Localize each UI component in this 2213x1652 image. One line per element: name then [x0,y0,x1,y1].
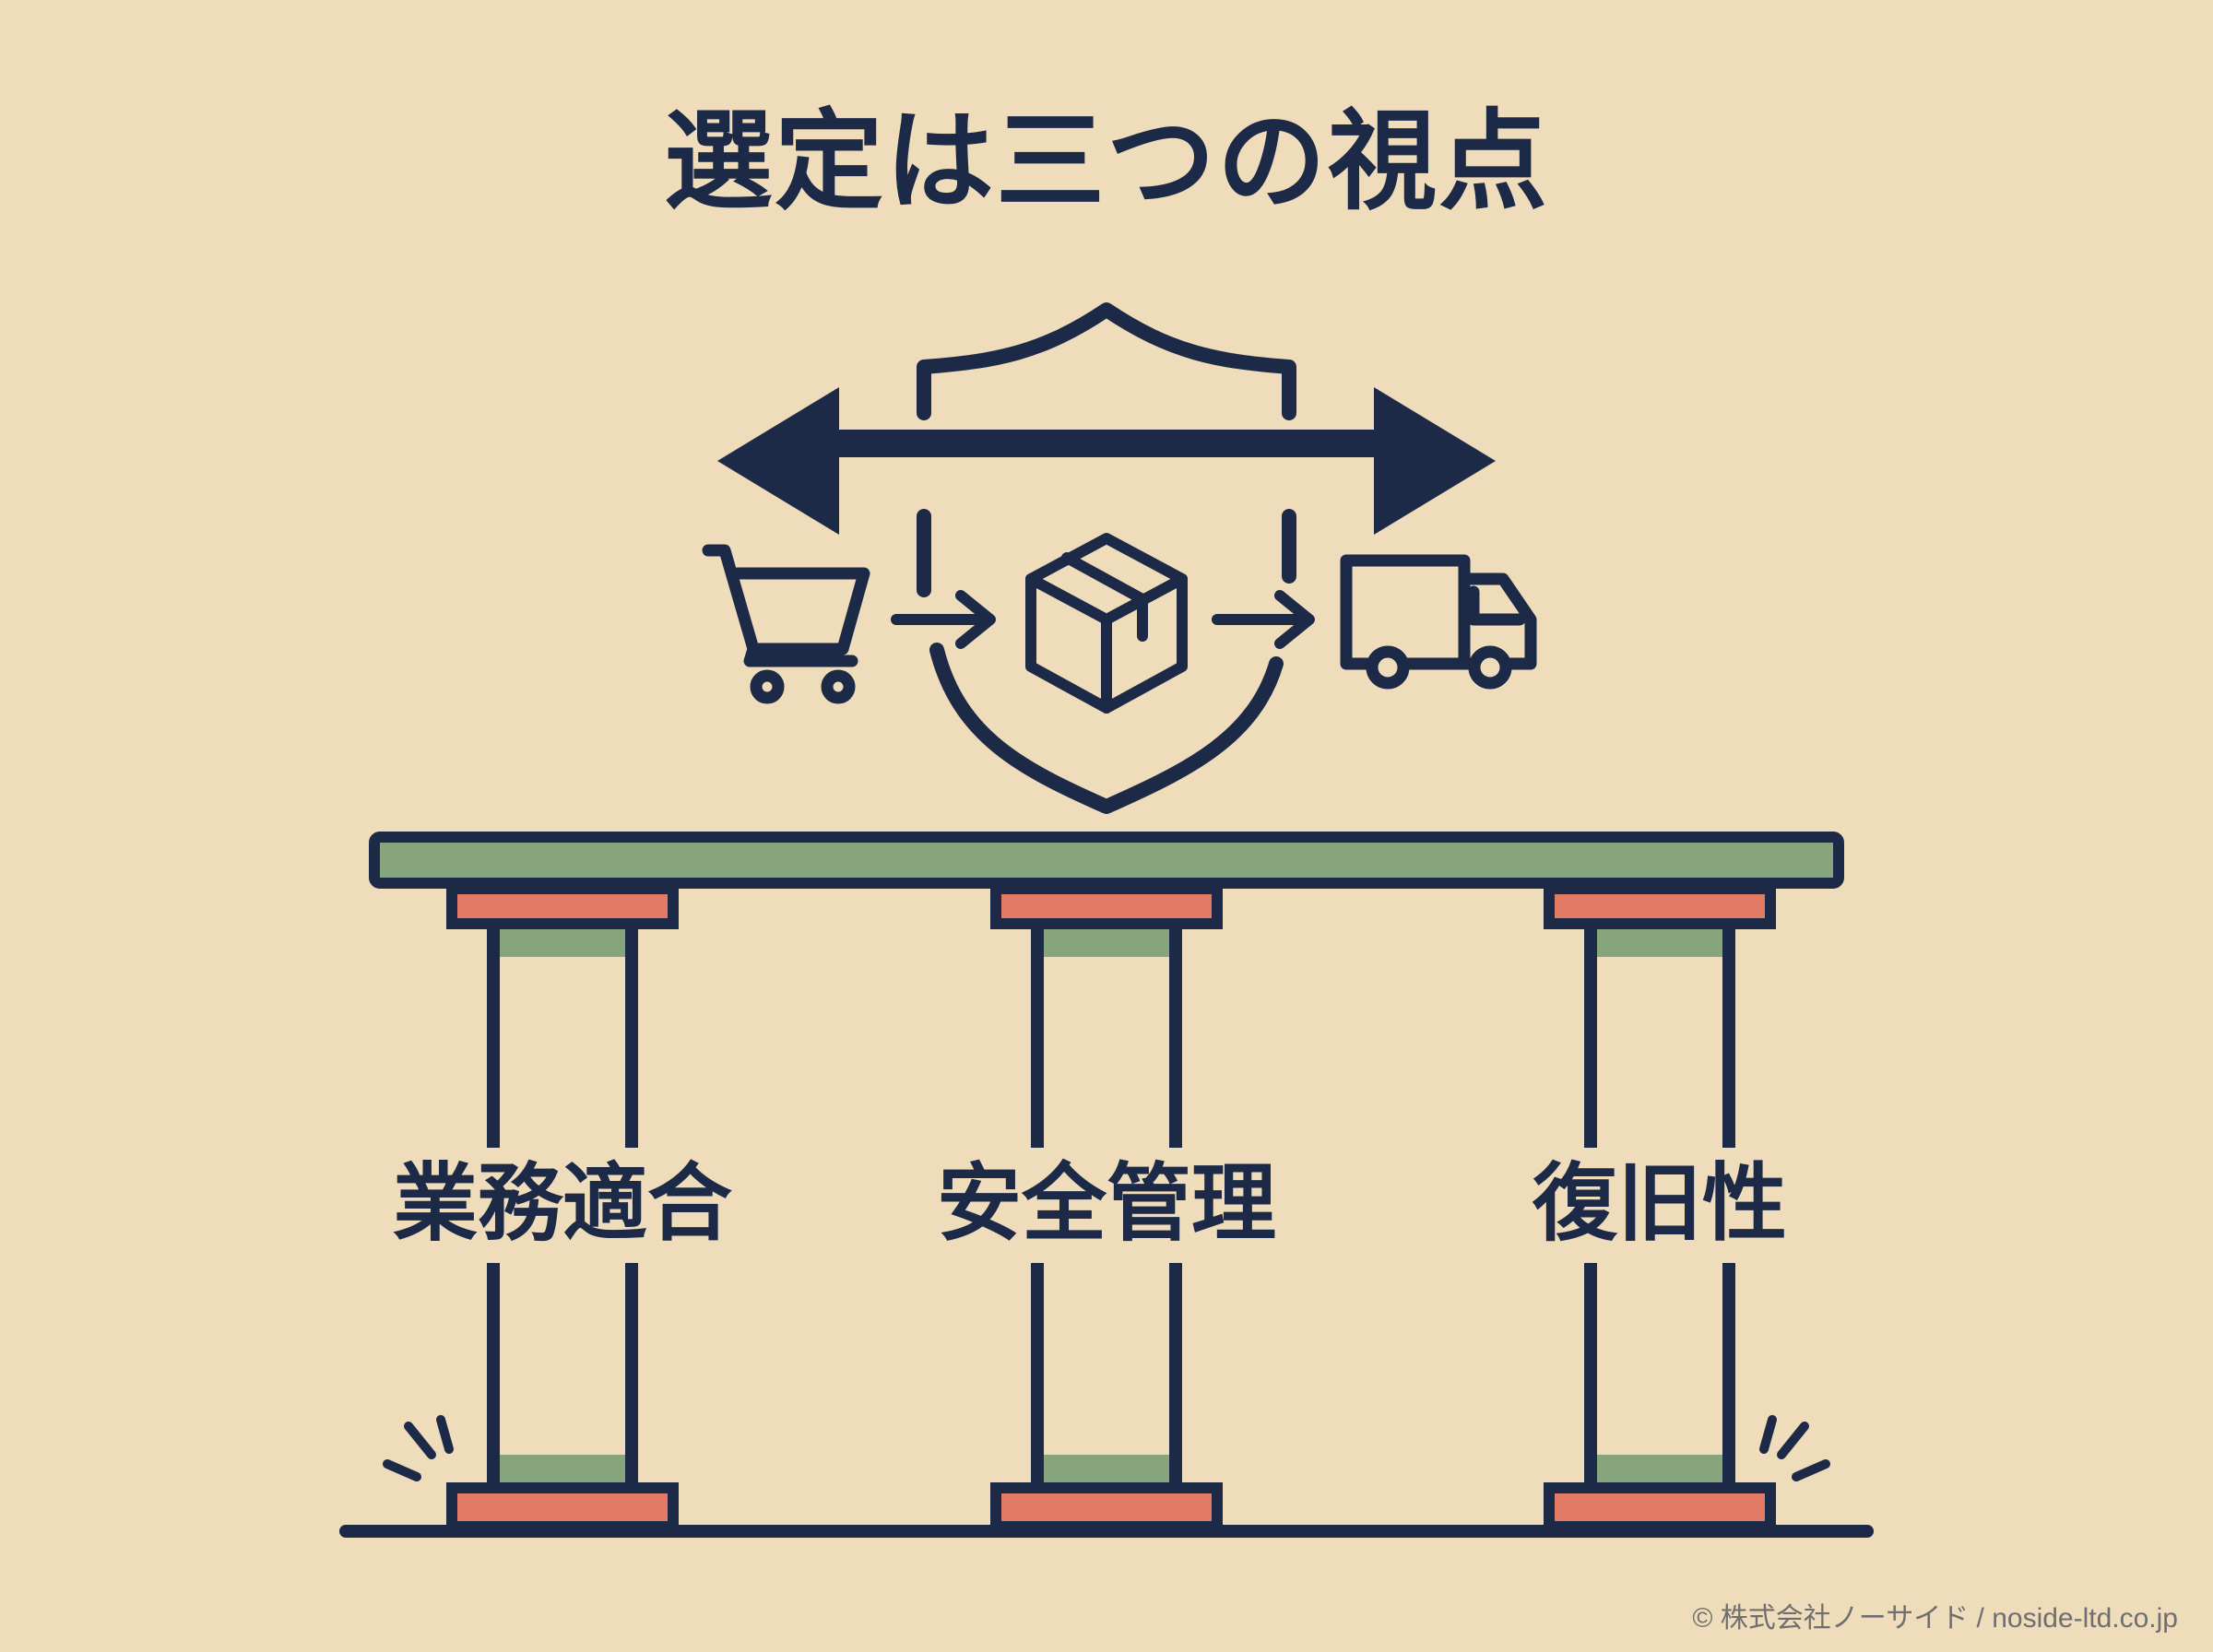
delivery-truck-icon [1340,554,1537,690]
page-title: 選定は三つの視点 [663,98,1549,225]
pillar-security [990,883,1223,1532]
package-box-icon [1025,533,1188,714]
copyright-credit: © 株式会社ノーサイド / noside-ltd.co.jp [1692,1603,2178,1634]
pillar-label-business-fit: 業務適合 [392,1154,732,1253]
arrow-right-icon [891,590,996,649]
pillar-label-security: 安全管理 [936,1154,1276,1253]
shopping-cart-icon [702,544,870,704]
double-arrow-icon [717,387,1496,535]
pillar-label-recoverability: 復旧性 [1532,1154,1787,1253]
pillar-business-fit [446,883,679,1532]
pillar-recoverability [1544,883,1776,1532]
top-beam [369,832,1844,889]
arrow-right-icon [1212,590,1315,649]
shield-icon [917,302,1296,814]
impact-marks-left [383,1415,454,1481]
impact-marks-right [1759,1415,1830,1481]
